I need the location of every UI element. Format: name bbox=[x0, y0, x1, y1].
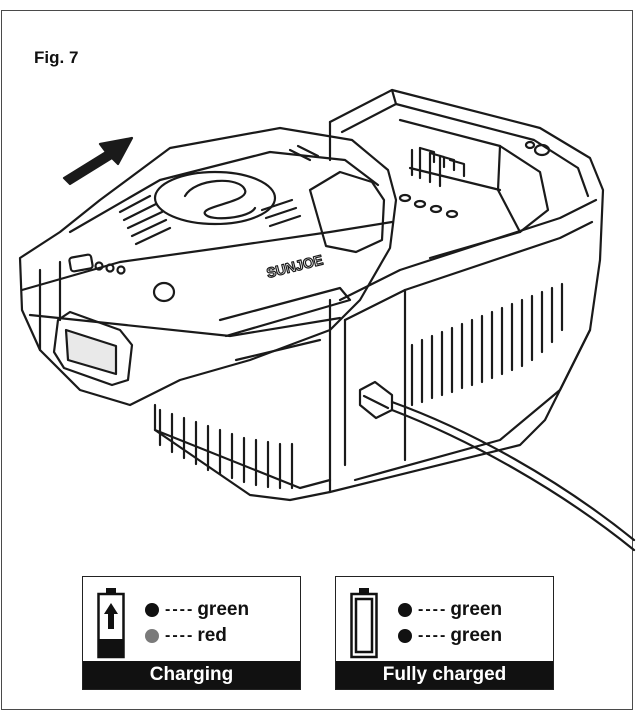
figure-label: Fig. 7 bbox=[34, 48, 79, 67]
led-color-label: green bbox=[450, 625, 503, 646]
legend-fully-charged: ---- green ---- green Fully charged bbox=[335, 576, 554, 690]
led-dot-green bbox=[398, 629, 412, 643]
led-dot-green bbox=[398, 603, 412, 617]
led-color-label: green bbox=[197, 599, 250, 620]
led-row-1: ---- green bbox=[398, 599, 502, 621]
led-row-2: ---- green bbox=[398, 625, 502, 647]
led-row-2: ---- red bbox=[145, 625, 227, 647]
power-cord bbox=[358, 380, 636, 552]
led-dot-green bbox=[145, 603, 159, 617]
battery-brand-text: SUNJOE bbox=[265, 251, 325, 280]
battery-full-icon bbox=[350, 588, 378, 659]
figure-frame bbox=[1, 10, 633, 710]
led-dot-red bbox=[145, 629, 159, 643]
insert-direction-arrow-icon bbox=[62, 136, 134, 186]
legend-caption-charging: Charging bbox=[83, 661, 300, 689]
led-color-label: red bbox=[197, 625, 227, 646]
legend-charging: ---- green ---- red Charging bbox=[82, 576, 301, 690]
legend-caption-fully-charged: Fully charged bbox=[336, 661, 553, 689]
charger-body bbox=[153, 88, 605, 502]
battery-charging-arrow-icon bbox=[97, 588, 125, 659]
charger-battery-illustration: SUNJOE bbox=[18, 88, 636, 552]
led-color-label: green bbox=[450, 599, 503, 620]
led-row-1: ---- green bbox=[145, 599, 249, 621]
